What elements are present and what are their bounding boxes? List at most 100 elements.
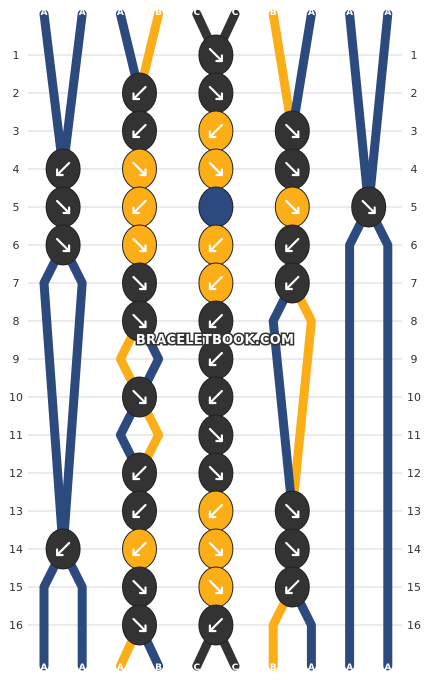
knot (122, 186, 157, 228)
row-label-right: 1 (411, 49, 418, 62)
knot-node (198, 186, 234, 228)
string-start-label: C (193, 8, 200, 18)
arrow-down-left-icon (208, 389, 223, 405)
knot (198, 528, 234, 570)
knot (198, 376, 234, 418)
knot (274, 148, 310, 190)
knot (122, 148, 157, 190)
arrow-down-right-icon (132, 237, 147, 253)
knot (198, 110, 234, 152)
row-label-right: 14 (407, 543, 421, 556)
knot (122, 300, 157, 342)
string-end-label: A (79, 663, 86, 673)
row-label-left: 2 (13, 87, 20, 100)
row-label-left: 8 (13, 315, 20, 328)
knot (198, 186, 234, 228)
row-label-left: 9 (13, 353, 20, 366)
string-end-label: A (308, 663, 315, 673)
arrow-down-left-icon (132, 123, 147, 139)
knot (274, 262, 310, 304)
arrow-down-right-icon (285, 541, 300, 557)
thread-strand (345, 9, 393, 671)
knot (122, 224, 157, 266)
knot (198, 414, 234, 456)
row-label-left: 15 (9, 581, 23, 594)
arrow-down-left-icon (208, 123, 223, 139)
row-label-left: 12 (9, 467, 23, 480)
knot (45, 528, 81, 570)
knot (274, 490, 310, 532)
knot (274, 186, 310, 228)
arrow-down-left-icon (208, 275, 223, 291)
knot (122, 452, 157, 494)
knot (198, 338, 234, 380)
arrow-down-right-icon (285, 199, 300, 215)
arrow-down-left-icon (208, 237, 223, 253)
arrow-down-right-icon (55, 199, 71, 215)
row-label-left: 7 (13, 277, 20, 290)
row-label-right: 8 (411, 315, 418, 328)
knot (122, 72, 157, 114)
thread-strand (345, 9, 393, 671)
watermark-text: BRACELETBOOK.COM (136, 333, 294, 348)
knot (274, 528, 310, 570)
row-label-right: 12 (407, 467, 421, 480)
arrow-down-left-icon (285, 237, 300, 253)
knot (198, 34, 234, 76)
row-label-right: 13 (407, 505, 421, 518)
arrow-down-left-icon (208, 313, 223, 329)
arrow-down-right-icon (208, 465, 223, 481)
arrow-down-left-icon (132, 503, 147, 519)
row-label-right: 3 (411, 125, 418, 138)
arrow-down-left-icon (208, 351, 223, 367)
knot (198, 224, 234, 266)
arrow-down-right-icon (208, 427, 223, 443)
arrow-down-left-icon (132, 199, 147, 215)
arrow-down-right-icon (208, 579, 223, 595)
knot (45, 148, 81, 190)
row-label-right: 4 (411, 163, 418, 176)
string-end-label: B (155, 663, 162, 673)
knot (122, 604, 157, 646)
arrow-down-right-icon (55, 237, 71, 253)
knot (198, 452, 234, 494)
arrow-down-left-icon (208, 503, 223, 519)
row-label-left: 10 (9, 391, 23, 404)
string-start-label: A (346, 8, 353, 18)
string-end-label: C (193, 663, 200, 673)
knot (198, 148, 234, 190)
string-start-label: C (232, 8, 239, 18)
knot (122, 528, 157, 570)
arrow-down-right-icon (361, 199, 376, 215)
knot (122, 262, 157, 304)
string-start-label: A (117, 8, 124, 18)
string-end-label: A (117, 663, 124, 673)
string-start-label: A (384, 8, 391, 18)
row-label-right: 16 (407, 619, 421, 632)
arrow-down-right-icon (132, 275, 147, 291)
arrow-down-right-icon (208, 161, 223, 177)
string-start-label: B (270, 8, 277, 18)
row-label-right: 7 (411, 277, 418, 290)
string-end-label: A (41, 663, 48, 673)
arrow-down-right-icon (285, 123, 300, 139)
arrow-down-left-icon (132, 465, 147, 481)
arrow-down-right-icon (285, 503, 300, 519)
knot (198, 300, 234, 342)
row-label-right: 11 (407, 429, 421, 442)
string-start-label: A (41, 8, 48, 18)
arrow-down-right-icon (208, 541, 223, 557)
knot (351, 186, 387, 228)
arrow-down-right-icon (208, 85, 223, 101)
knot (198, 262, 234, 304)
knot (45, 224, 81, 266)
arrow-down-right-icon (132, 161, 147, 177)
arrow-down-left-icon (55, 161, 71, 177)
arrow-down-left-icon (285, 275, 300, 291)
knot (198, 72, 234, 114)
string-end-label: B (270, 663, 277, 673)
row-label-left: 16 (9, 619, 23, 632)
